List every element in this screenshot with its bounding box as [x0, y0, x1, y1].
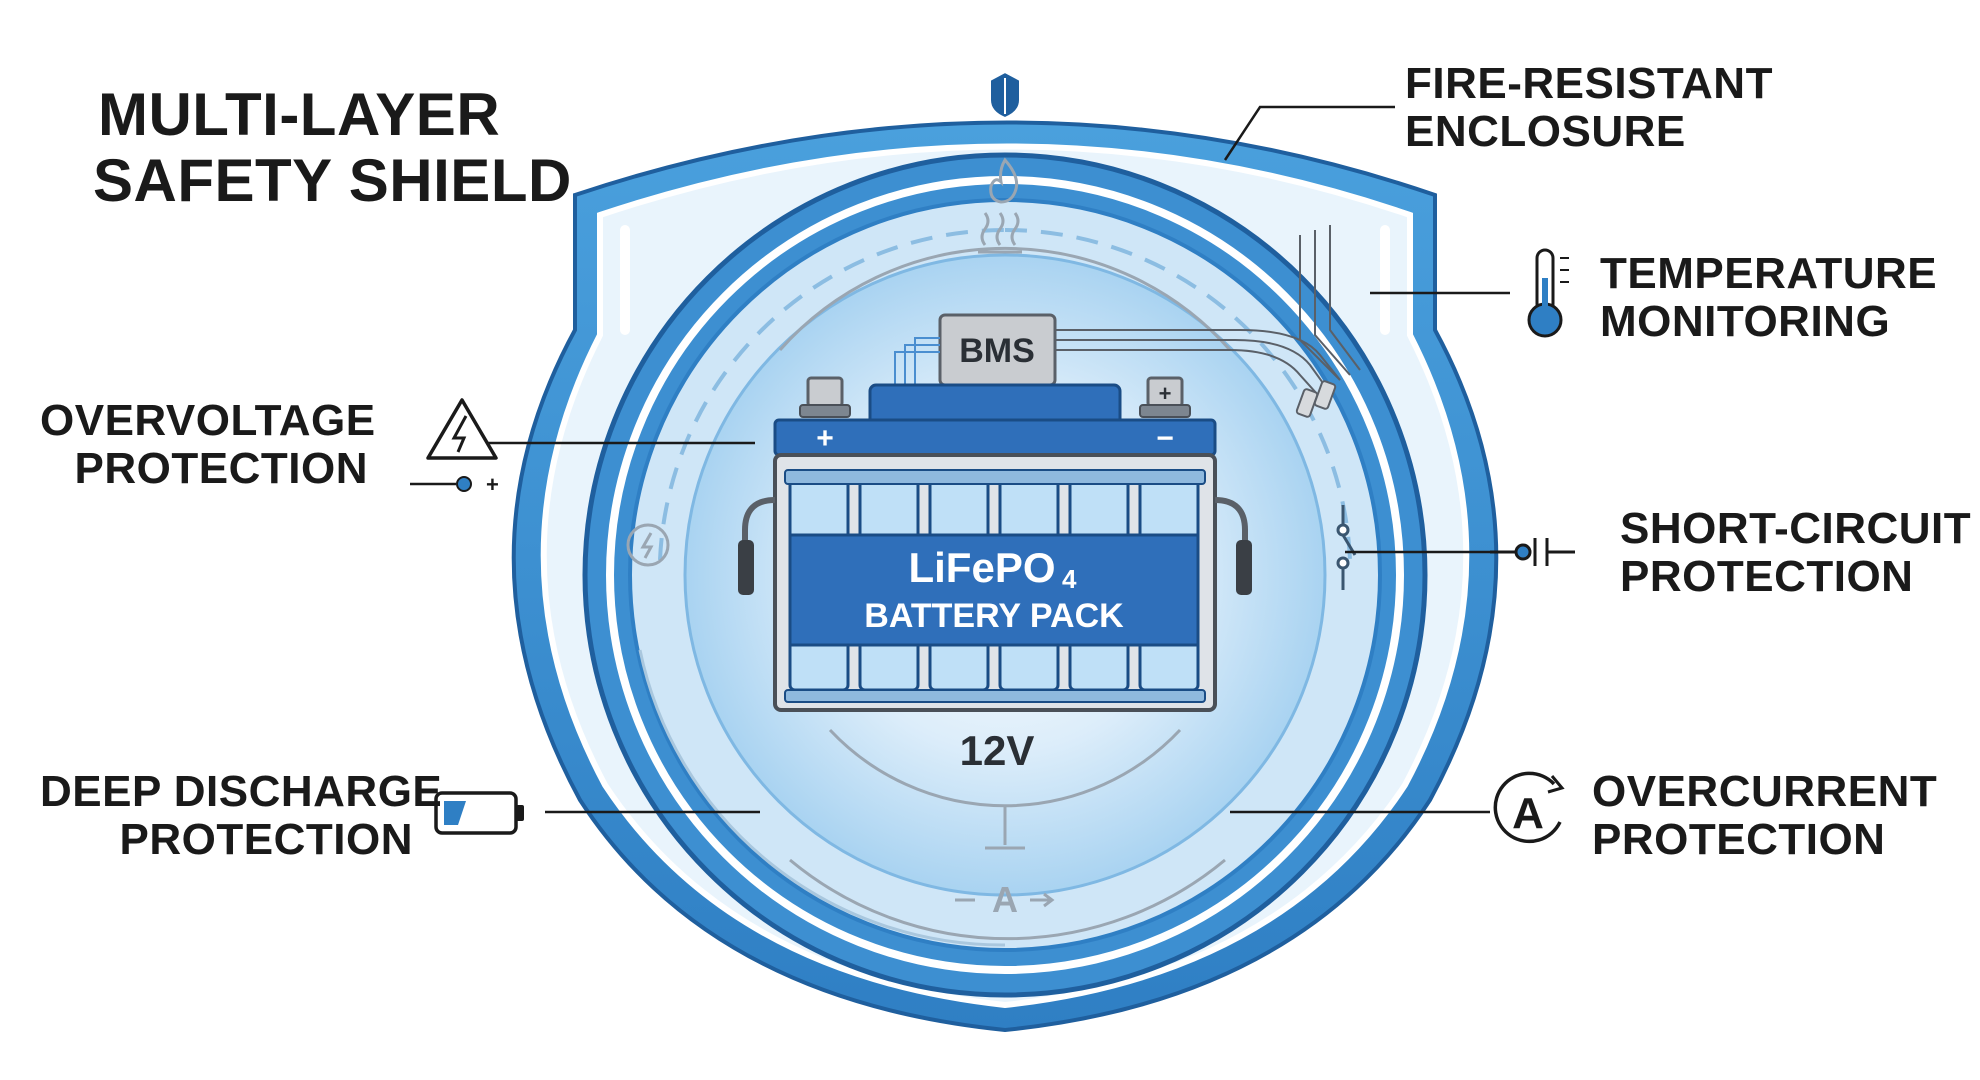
minus-marker: −: [1156, 422, 1174, 455]
title-line-2: SAFETY SHIELD: [93, 147, 572, 214]
leader-lines: [487, 105, 1510, 814]
page-title: MULTI-LAYER SAFETY SHIELD: [93, 82, 572, 214]
svg-text:+: +: [1159, 381, 1172, 406]
plus-marker: +: [816, 422, 834, 455]
flame-icon: [989, 157, 1019, 204]
callout-overcurrent: OVERCURRENT PROTECTION: [1592, 768, 1937, 864]
ammeter-icon: A: [1493, 771, 1565, 844]
current-arrow-icon: A: [955, 879, 1055, 920]
callout-overcurrent-line-2: PROTECTION: [1592, 815, 1886, 864]
callout-deep-discharge-line-2: PROTECTION: [119, 815, 413, 864]
callout-deep-discharge-line-1: DEEP DISCHARGE: [40, 767, 443, 816]
battery-pack: + + − LiFePO 4 BATTERY PACK: [738, 376, 1252, 712]
ground-icon: [985, 805, 1025, 850]
pack-label: BATTERY PACK: [864, 597, 1124, 635]
callout-fire-line-1: FIRE-RESISTANT: [1405, 59, 1773, 108]
svg-text:A: A: [1512, 789, 1544, 838]
callout-overvoltage: OVERVOLTAGE PROTECTION: [40, 396, 376, 493]
thermal-sensor-icon: [1295, 380, 1337, 418]
surge-icon: [626, 523, 670, 567]
callout-short-circuit-line-2: PROTECTION: [1620, 552, 1914, 601]
thermometer-icon: [1527, 248, 1569, 338]
positive-terminal: [799, 376, 851, 418]
bms-module: BMS: [894, 225, 1361, 418]
chemistry-label: LiFePO: [908, 544, 1055, 591]
ring-bottom-symbol: A: [992, 879, 1018, 920]
heat-waves-icon: [978, 212, 1022, 254]
negative-terminal: +: [1139, 376, 1191, 418]
capacitor-switch-icon: [1490, 538, 1575, 566]
callout-overvoltage-line-1: OVERVOLTAGE: [40, 396, 376, 445]
callout-deep-discharge: DEEP DISCHARGE PROTECTION: [40, 767, 443, 864]
bms-label: BMS: [959, 332, 1035, 370]
callout-fire-line-2: ENCLOSURE: [1405, 107, 1686, 156]
callout-overcurrent-line-1: OVERCURRENT: [1592, 767, 1938, 816]
callout-overvoltage-line-2: PROTECTION: [74, 444, 368, 493]
callout-temperature-line-1: TEMPERATURE: [1600, 249, 1938, 298]
shield-icon: [989, 70, 1021, 120]
callout-temperature: TEMPERATURE MONITORING: [1600, 250, 1937, 346]
callout-fire-resistant: FIRE-RESISTANT ENCLOSURE: [1405, 60, 1773, 156]
callout-short-circuit: SHORT-CIRCUIT PROTECTION: [1620, 505, 1971, 601]
title-line-1: MULTI-LAYER: [98, 81, 501, 148]
high-voltage-warning-icon: +: [410, 398, 499, 497]
svg-text:+: +: [486, 472, 499, 497]
low-battery-icon: [434, 791, 524, 835]
chemistry-subscript: 4: [1062, 564, 1077, 594]
callout-temperature-line-2: MONITORING: [1600, 297, 1891, 346]
voltage-label: 12V: [960, 727, 1035, 774]
callout-short-circuit-line-1: SHORT-CIRCUIT: [1620, 504, 1972, 553]
